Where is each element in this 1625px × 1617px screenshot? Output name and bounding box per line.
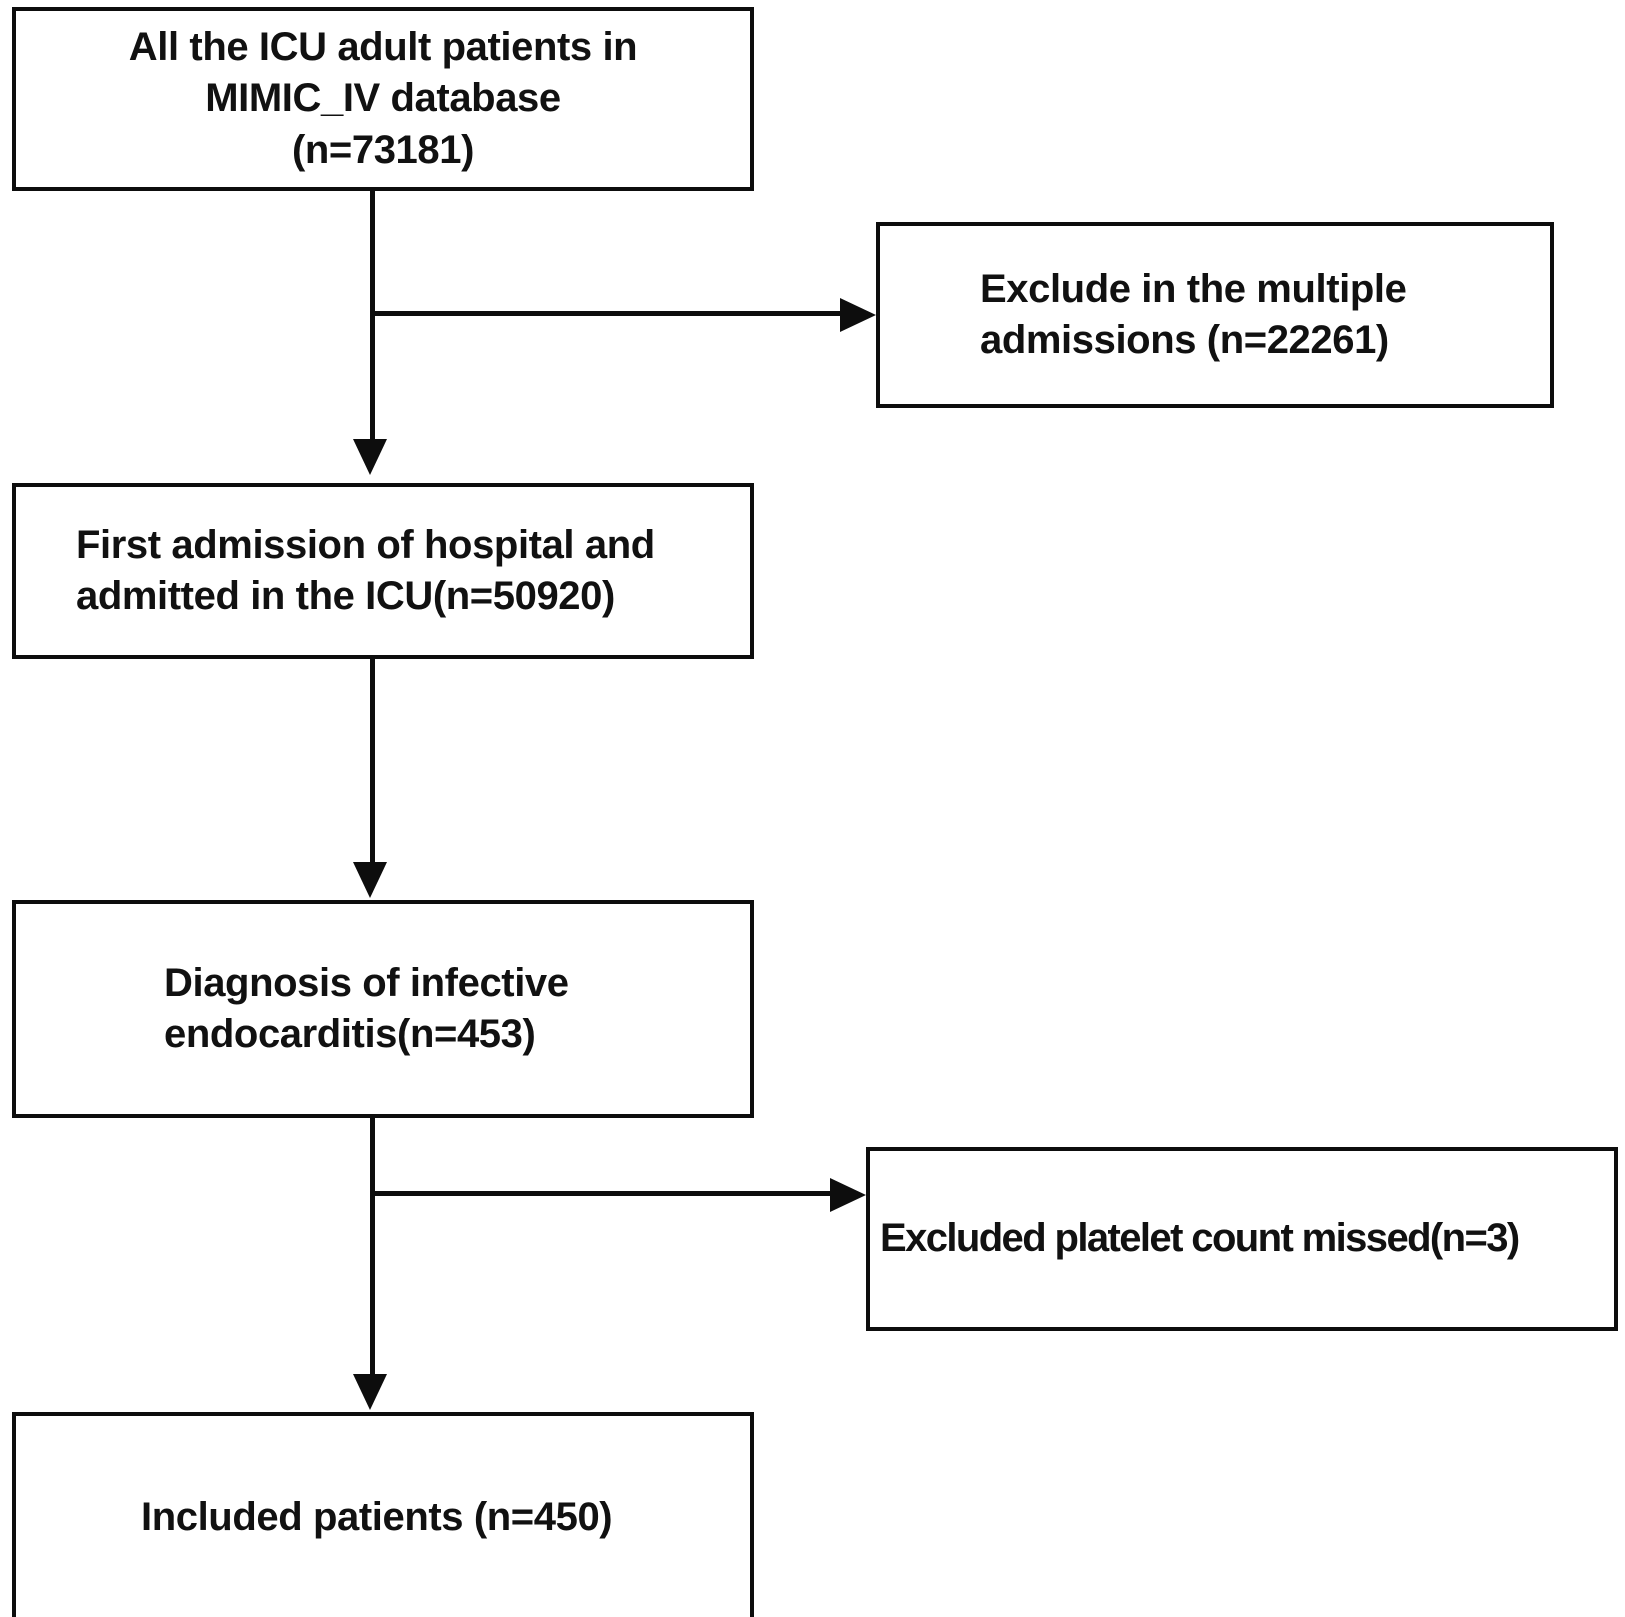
node-first-admission-label: First admission of hospital and admitted… (76, 522, 655, 618)
arrowhead-down-icon (353, 1374, 387, 1410)
node-exclude-platelet-missed-label: Excluded platelet count missed(n=3) (880, 1216, 1520, 1261)
arrowhead-down-icon (353, 862, 387, 898)
node-exclude-platelet-missed: Excluded platelet count missed(n=3) (866, 1147, 1618, 1331)
node-diagnosis-infective-endocarditis: Diagnosis of infective endocarditis(n=45… (12, 900, 754, 1118)
node-exclude-multiple-admissions-label: Exclude in the multiple admissions (n=22… (980, 266, 1407, 362)
arrowhead-right-icon (830, 1178, 866, 1212)
connector-first-admission-to-diagnosis (370, 659, 375, 862)
node-all-icu-patients-label: All the ICU adult patients in MIMIC_IV d… (128, 25, 638, 172)
node-diagnosis-infective-endocarditis-label: Diagnosis of infective endocarditis(n=45… (164, 960, 569, 1056)
arrowhead-right-icon (840, 298, 876, 332)
node-exclude-multiple-admissions: Exclude in the multiple admissions (n=22… (876, 222, 1554, 408)
connector-diagnosis-to-included (370, 1118, 375, 1374)
node-all-icu-patients: All the ICU adult patients in MIMIC_IV d… (12, 7, 754, 191)
connector-all-icu-to-exclude-multiple (372, 311, 840, 316)
node-included-patients-label: Included patients (n=450) (141, 1495, 613, 1540)
arrowhead-down-icon (353, 439, 387, 475)
connector-diagnosis-to-exclude-platelet (372, 1191, 830, 1196)
node-first-admission: First admission of hospital and admitted… (12, 483, 754, 659)
node-included-patients: Included patients (n=450) (12, 1412, 754, 1617)
